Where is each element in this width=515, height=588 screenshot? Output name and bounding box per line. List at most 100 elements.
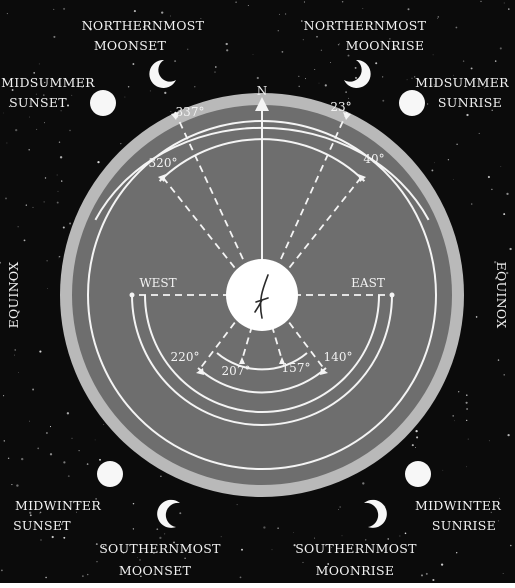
star [170,16,171,17]
star [179,512,181,514]
star [29,421,30,422]
star [30,514,32,516]
star [187,49,188,50]
east-label: EAST [351,276,385,290]
star [491,189,492,190]
star [355,67,357,69]
midsummer-sunrise-sun-icon [399,90,425,116]
star [40,539,41,540]
star [59,256,61,258]
star [128,86,129,87]
star [214,72,215,73]
star [345,91,347,93]
star [150,90,151,91]
star [37,448,39,450]
star [33,72,35,74]
star [302,562,303,563]
bearing-40-label: 40° [363,152,384,166]
star [400,536,401,537]
bearing-320-label: 320° [149,156,178,170]
star [137,557,138,558]
star [139,559,140,560]
star [456,144,457,145]
star [45,177,46,178]
star [293,532,294,533]
star [282,51,284,53]
star [14,355,15,356]
star [57,175,58,176]
star [408,8,410,10]
star [500,166,501,167]
star [120,143,121,144]
star [78,450,79,451]
star [314,69,315,70]
star [301,20,303,22]
star [330,62,331,63]
star [304,2,305,3]
star [471,67,473,69]
star [237,504,238,505]
star [412,444,414,446]
star [32,207,33,208]
north-label: N [257,84,268,98]
star [24,239,26,241]
star [432,579,434,581]
star [39,63,40,64]
star [471,203,473,205]
star [466,402,468,404]
star [39,513,40,514]
star [69,130,70,131]
star [16,484,18,486]
star [18,226,19,227]
bearing-337-label: 337° [176,105,205,119]
star [57,202,59,204]
star [348,55,350,57]
star [272,549,273,550]
star [504,3,505,4]
star [63,461,65,463]
star [226,43,228,45]
star [448,159,449,160]
bearing-220-label: 220° [171,350,200,364]
star [21,458,23,460]
star [303,39,304,40]
star [305,78,306,79]
star [99,459,101,461]
star [437,18,438,19]
northernmost-moonrise-label-line2: MOONRISE [346,38,425,53]
star [1,570,3,572]
star [279,14,280,15]
star [285,13,286,14]
star [456,27,458,29]
bearing-140-label: 140° [324,350,353,364]
midsummer-sunset-label-line1: MIDSUMMER [1,75,95,90]
equinox-left-label: EQUINOX [6,262,21,329]
star [340,506,341,507]
star [226,49,228,51]
star [7,13,8,14]
star [405,533,407,535]
star [69,222,71,224]
star [45,577,46,578]
star [95,440,96,441]
bearing-157-label: 157° [282,361,311,375]
star [278,30,279,31]
star [82,575,83,576]
star [61,180,62,181]
star [87,463,89,465]
star [50,453,52,455]
star [59,142,60,143]
star [407,79,408,80]
star [133,503,134,504]
star [466,408,468,410]
star [26,204,27,205]
star [263,526,265,528]
star [489,440,490,441]
west-label: WEST [139,276,176,290]
star [215,66,217,68]
star [480,1,481,2]
star [15,349,16,350]
bearing-207-label: 207° [222,364,251,378]
star [503,374,504,375]
